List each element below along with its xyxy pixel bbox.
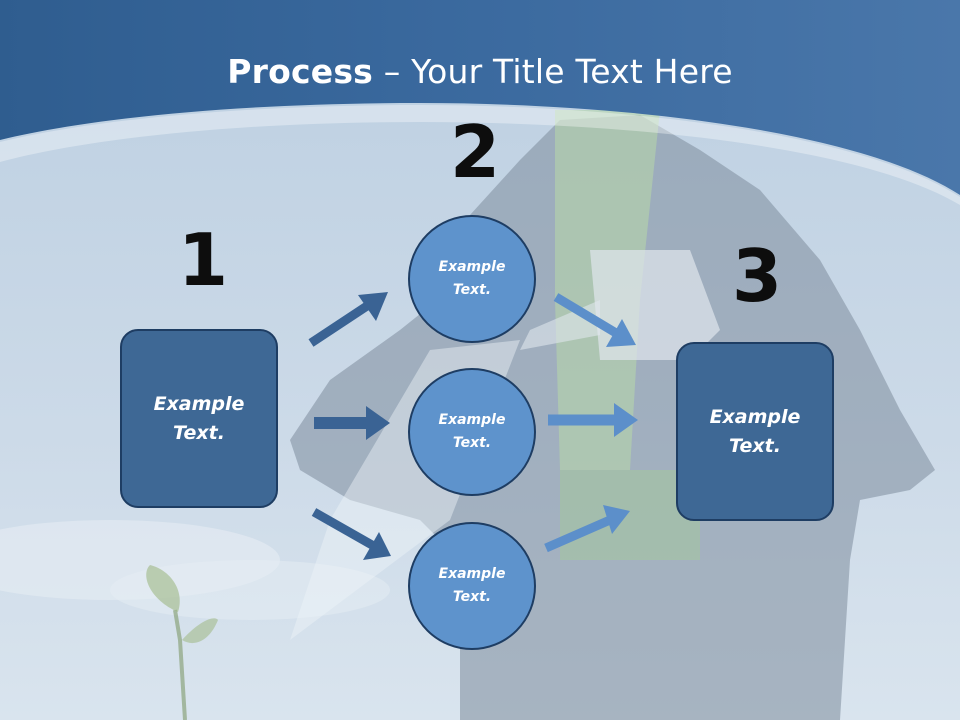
arrow-mid-to-right [548, 403, 638, 437]
circle-bottom: Example Text. [408, 522, 536, 650]
arrow-bot-to-right [544, 505, 630, 553]
end-box: Example Text. [676, 342, 834, 521]
circle-middle-text: Example Text. [438, 412, 506, 451]
circle-top-text: Example Text. [438, 259, 506, 298]
arrow-left-to-mid [314, 406, 390, 440]
start-box: Example Text. [120, 329, 278, 508]
arrow-left-to-top [308, 292, 388, 347]
start-box-text: Example Text. [153, 392, 245, 444]
circle-middle: Example Text. [408, 368, 536, 496]
arrow-left-to-bot [311, 508, 391, 560]
step-number-1: 1 [178, 218, 229, 302]
circle-top: Example Text. [408, 215, 536, 343]
circle-bottom-text: Example Text. [438, 566, 506, 605]
step-number-3: 3 [732, 234, 783, 318]
step-number-2: 2 [450, 110, 501, 194]
end-box-text: Example Text. [709, 405, 801, 457]
arrow-top-to-right [553, 293, 636, 347]
slide-title: Process – Your Title Text Here [0, 52, 960, 91]
title-rest: – Your Title Text Here [373, 52, 733, 91]
title-bold: Process [227, 52, 374, 91]
